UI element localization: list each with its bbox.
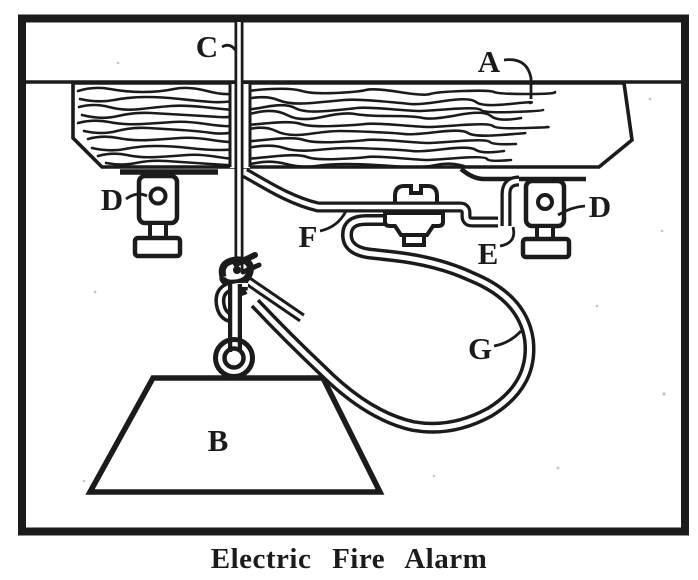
leader-d-left — [125, 192, 148, 201]
left-bracket — [132, 173, 183, 259]
label-g: G — [468, 331, 492, 366]
leader-lines — [125, 43, 586, 348]
right-bracket-hole — [536, 193, 554, 211]
label-d-left: D — [101, 182, 123, 217]
label-a: A — [478, 44, 501, 79]
wood-grain — [76, 86, 557, 166]
label-f: F — [299, 219, 318, 254]
leader-d-right — [557, 204, 586, 217]
left-bracket-hole — [148, 186, 168, 206]
label-b: B — [208, 423, 229, 458]
label-c: C — [196, 29, 218, 64]
knot-free-end — [233, 252, 258, 267]
label-e: E — [478, 236, 499, 271]
leader-g — [493, 330, 523, 348]
leader-c — [221, 43, 238, 52]
leader-f — [319, 210, 348, 233]
part-labels: A B C D D E F G — [101, 29, 611, 458]
ring — [213, 337, 255, 379]
figure-caption: Electric Fire Alarm — [211, 543, 488, 575]
figure-frame — [18, 14, 689, 536]
print-speckles — [82, 19, 666, 483]
weight — [85, 375, 385, 495]
right-mounting-plate — [459, 167, 586, 182]
leader-e — [499, 226, 516, 248]
leader-a — [503, 58, 533, 99]
right-bracket — [520, 178, 572, 260]
label-d-right: D — [589, 189, 611, 224]
